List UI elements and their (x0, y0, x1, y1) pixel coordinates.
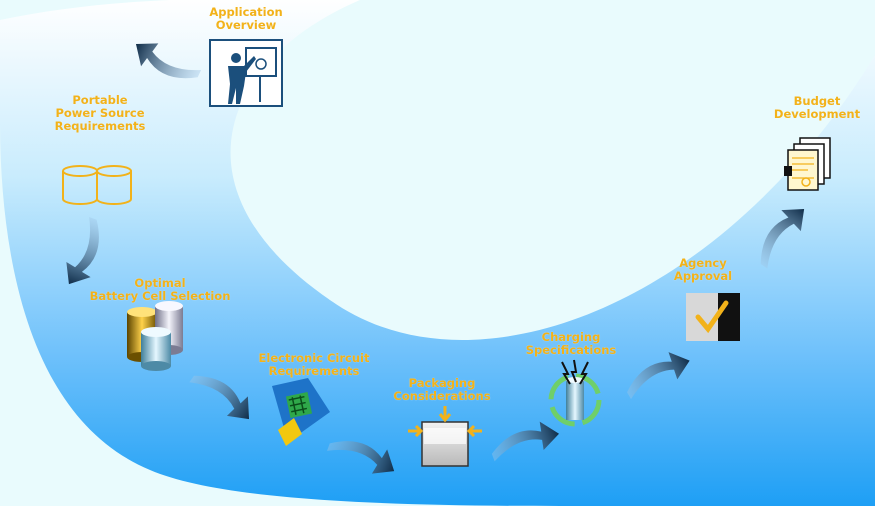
circuit-board-icon (272, 378, 330, 446)
documents-icon (784, 137, 831, 191)
arrow-6 (627, 352, 690, 400)
battery-cells-icon (127, 301, 183, 371)
arrow-2 (66, 217, 99, 285)
arrow-1 (135, 43, 202, 79)
presenter-icon (209, 39, 283, 107)
checkmark-icon (686, 293, 740, 341)
arrow-4 (327, 441, 395, 474)
swoosh-inner (256, 0, 875, 340)
charging-icon (548, 359, 602, 427)
cylinders-icon (62, 165, 132, 205)
arrow-5 (491, 421, 560, 462)
arrow-3 (189, 375, 250, 420)
package-icon (408, 406, 482, 467)
arrow-7 (760, 208, 805, 269)
